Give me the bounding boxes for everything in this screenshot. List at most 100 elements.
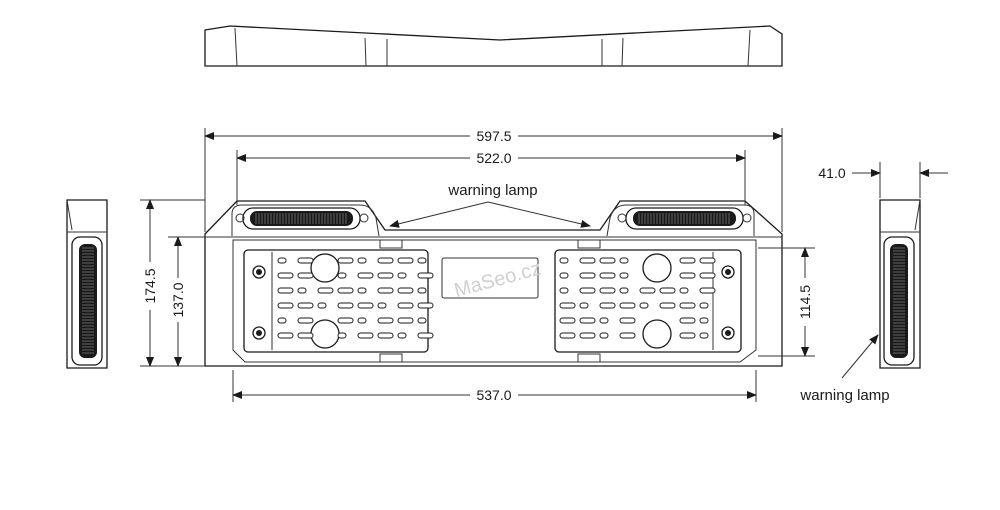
- watermark: MaSeo.cz: [452, 258, 544, 302]
- mount-plate-right: [554, 249, 742, 353]
- dimension-base-width: 537.0: [232, 370, 757, 403]
- vent-slot: [277, 257, 287, 264]
- vent-slot: [599, 302, 616, 309]
- vent-slot: [679, 287, 689, 294]
- vent-slot: [377, 302, 387, 309]
- callout-warning-lamp-top: warning lamp: [389, 182, 591, 228]
- vent-slot: [579, 287, 596, 294]
- vent-slot: [297, 332, 314, 339]
- vent-slot: [337, 332, 347, 339]
- vent-slot: [699, 332, 709, 339]
- vent-slot: [639, 287, 656, 294]
- vent-slot: [277, 272, 294, 279]
- dimension-overall-width: 597.5: [204, 128, 783, 232]
- vent-slot: [599, 287, 616, 294]
- vent-slot: [337, 317, 354, 324]
- dimension-plate-height: 114.5: [758, 247, 815, 357]
- vent-slot: [579, 302, 589, 309]
- vent-slot: [357, 257, 367, 264]
- vent-slot: [297, 302, 314, 309]
- vent-slot: [397, 332, 407, 339]
- vent-slot: [417, 332, 434, 339]
- vent-slot: [377, 332, 394, 339]
- dim-overall-width: 597.5: [476, 128, 511, 144]
- vent-slot: [579, 317, 596, 324]
- vent-slot: [659, 287, 676, 294]
- vent-slot: [599, 317, 609, 324]
- vent-slot: [417, 317, 427, 324]
- dim-side-depth: 41.0: [818, 165, 845, 181]
- vent-slot: [397, 257, 414, 264]
- vent-slot: [337, 287, 354, 294]
- vent-slot: [679, 257, 696, 264]
- dim-overall-height: 174.5: [142, 268, 158, 303]
- vent-slot: [357, 317, 367, 324]
- vent-slot: [377, 287, 394, 294]
- vent-slot: [679, 332, 696, 339]
- vent-slot: [619, 332, 636, 339]
- dimension-side-depth: 41.0: [818, 162, 948, 198]
- dimension-overall-height: 174.5: [140, 199, 205, 367]
- vent-slot: [559, 272, 569, 279]
- vent-slot: [699, 272, 716, 279]
- vent-slot: [699, 287, 716, 294]
- vent-slot: [397, 287, 414, 294]
- vent-slot: [619, 272, 629, 279]
- vent-slot: [337, 302, 354, 309]
- vent-slot: [579, 332, 596, 339]
- vent-slot: [277, 317, 287, 324]
- license-window: [441, 257, 539, 299]
- vent-slot: [699, 257, 716, 264]
- vent-slot: [397, 272, 407, 279]
- vent-slot: [599, 332, 609, 339]
- vent-slot: [417, 302, 434, 309]
- vent-slot: [357, 332, 374, 339]
- vent-slot: [297, 287, 307, 294]
- vent-slot: [619, 317, 636, 324]
- dim-body-height: 137.0: [170, 282, 186, 317]
- vent-slot: [397, 302, 414, 309]
- vent-slot: [679, 317, 696, 324]
- front-view: MaSeo.cz: [204, 200, 783, 367]
- vent-slot: [599, 272, 616, 279]
- vent-slot: [559, 332, 576, 339]
- left-side-view: [66, 199, 108, 369]
- vent-slot: [579, 257, 596, 264]
- vent-slot: [559, 287, 569, 294]
- vent-slot: [579, 272, 596, 279]
- dimension-body-height: 137.0: [168, 236, 205, 367]
- vent-slot: [317, 287, 334, 294]
- vent-slot: [357, 272, 374, 279]
- vent-slot: [417, 287, 427, 294]
- vent-slot: [559, 302, 576, 309]
- vent-slot: [357, 302, 374, 309]
- dim-base-width: 537.0: [476, 387, 511, 403]
- right-side-view: [879, 199, 921, 369]
- vent-slot: [599, 257, 616, 264]
- dim-lamp-span: 522.0: [476, 150, 511, 166]
- warning-lamp-right: [617, 207, 752, 230]
- vent-slot: [377, 257, 394, 264]
- dim-plate-height: 114.5: [797, 285, 813, 319]
- vent-slot: [559, 317, 576, 324]
- vent-slot: [619, 302, 636, 309]
- vent-slot: [377, 272, 394, 279]
- vent-slot: [357, 287, 367, 294]
- vent-slot: [619, 287, 629, 294]
- vent-slot: [639, 302, 649, 309]
- vent-slot: [277, 332, 294, 339]
- vent-slot: [297, 317, 314, 324]
- vent-slot: [297, 272, 314, 279]
- vent-slot: [679, 272, 696, 279]
- vent-slot: [417, 257, 427, 264]
- mount-plate-left: [243, 249, 434, 353]
- vent-slot: [559, 257, 569, 264]
- vent-slot: [699, 317, 709, 324]
- label-warning-lamp-top: warning lamp: [447, 182, 537, 199]
- vent-slot: [679, 302, 696, 309]
- vent-slot: [337, 257, 354, 264]
- vent-slot: [277, 287, 294, 294]
- vent-slot: [317, 302, 327, 309]
- vent-slot: [397, 317, 414, 324]
